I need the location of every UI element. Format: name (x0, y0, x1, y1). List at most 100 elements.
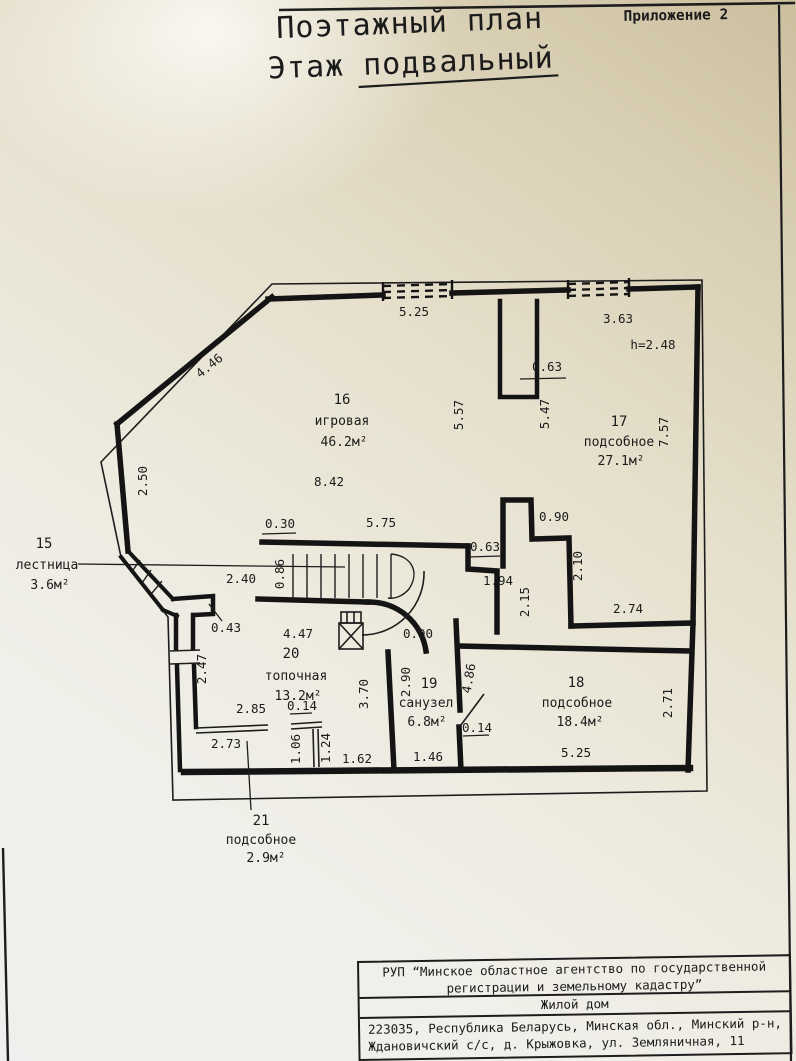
dim-label: 2.10 (570, 551, 585, 581)
wall-diagonal (113, 293, 276, 428)
dim-label: 5.57 (451, 400, 466, 430)
dim-label: 0.14 (287, 698, 317, 713)
window-dashes (382, 282, 453, 288)
wall-r19-right-stub (456, 724, 464, 773)
room-19-number: 19 (421, 676, 438, 692)
footer-object-type: Жилой дом (540, 996, 609, 1013)
wall-corridor-notch (465, 543, 500, 635)
dim-label: 1.62 (342, 751, 372, 766)
title-underline (358, 74, 559, 89)
dim-label: 4.47 (283, 626, 313, 641)
room-19-area: 6.8м² (407, 715, 446, 730)
stair-tread (151, 580, 163, 594)
dim-label: 2.73 (211, 736, 241, 751)
dim-label: 1.46 (413, 749, 443, 764)
room-18-area: 18.4м² (557, 715, 604, 730)
page-title-line2: Этаж подвальный (267, 41, 554, 87)
wall-r19-left (385, 649, 397, 773)
leader-room15 (77, 563, 346, 568)
room-21-area: 2.9м² (246, 851, 285, 866)
door-leaf (460, 693, 485, 726)
room-15-number: 15 (36, 536, 53, 552)
dim-label: 2.15 (517, 587, 532, 617)
annex-label: Приложение 2 (623, 7, 728, 25)
room-16-number: 16 (334, 392, 351, 408)
window-dashes (382, 288, 453, 294)
leader-room21 (246, 740, 252, 811)
room-16-name: игровая (315, 414, 370, 429)
wall-step-17-18 (500, 497, 574, 629)
dim-label: 0.63 (532, 359, 562, 374)
wall-left (114, 421, 131, 554)
dim-line (467, 555, 501, 558)
room-labels: 15 лестница 3.6м² 16 игровая 46.2м² 17 п… (16, 392, 655, 866)
partition-line (195, 729, 269, 734)
page-border-left (1, 847, 10, 1061)
stair-tread (141, 569, 152, 584)
dim-label: 5.25 (399, 304, 429, 319)
stair-winder (387, 553, 415, 599)
room-16-area: 46.2м² (321, 435, 368, 450)
partitions-and-doors (169, 570, 485, 768)
dim-line (519, 377, 567, 380)
dim-label: 3.63 (603, 311, 633, 326)
dim-label: 2.50 (135, 466, 150, 496)
window-dashes (382, 294, 453, 300)
dim-label: 8.42 (314, 474, 344, 489)
dim-lines (77, 377, 567, 811)
dim-label: 7.57 (656, 417, 671, 447)
room-18-number: 18 (568, 675, 585, 691)
partition-line (195, 724, 269, 729)
room-17-number: 17 (611, 414, 628, 430)
wall-top-a (265, 292, 386, 302)
dim-label: 0.86 (272, 559, 287, 589)
wall-stair-top (259, 539, 471, 549)
dim-label: 0.90 (403, 626, 433, 641)
dim-line (261, 532, 297, 535)
wall-top-b (449, 287, 571, 296)
page-border-right (777, 4, 793, 1061)
window-right (566, 278, 631, 299)
partition-line (317, 728, 320, 768)
room-20-area: 13.2м² (275, 689, 322, 704)
room-15-area: 3.6м² (30, 578, 69, 593)
building-walls (113, 284, 701, 776)
window-dashes (567, 286, 630, 292)
room-18-name: подсобное (542, 696, 613, 711)
dim-label: 1.94 (483, 573, 513, 588)
window-left (381, 280, 454, 301)
dim-line (462, 734, 490, 737)
room-21-number: 21 (253, 813, 270, 829)
wall-stair-stub (170, 593, 216, 618)
dim-line (289, 712, 313, 715)
dim-label: 0.43 (211, 620, 241, 635)
door-arc (361, 570, 425, 636)
wall-top-c (626, 284, 701, 292)
dim-label: 1.06 (288, 734, 303, 764)
wall-stair-diag-upper (125, 548, 176, 602)
room-19-name: санузел (399, 696, 454, 711)
room-20-number: 20 (283, 646, 300, 662)
stair-tread (130, 559, 141, 574)
partition-line (290, 721, 323, 725)
room-17-name: подсобное (584, 435, 655, 450)
footer-address-row: 223035, Республика Беларусь, Минская обл… (360, 1012, 791, 1055)
dim-label: 5.75 (366, 515, 396, 530)
stairs (130, 553, 415, 599)
room-21-name: подсобное (226, 833, 297, 848)
dim-label: 0.90 (539, 509, 569, 524)
title-block: Поэтажный план Этаж подвальный (267, 1, 559, 89)
dim-label: 5.25 (561, 745, 591, 760)
dim-label: 1.24 (318, 733, 333, 763)
flue-cross (338, 622, 364, 650)
dim-label: 0.14 (462, 720, 492, 735)
wall-r19-right (453, 618, 463, 713)
partition-line (290, 726, 323, 730)
dim-label: 2.85 (236, 701, 266, 716)
wall-r18-top (457, 643, 691, 654)
dim-label: 2.47 (194, 654, 209, 684)
building-outer-face (100, 279, 708, 801)
